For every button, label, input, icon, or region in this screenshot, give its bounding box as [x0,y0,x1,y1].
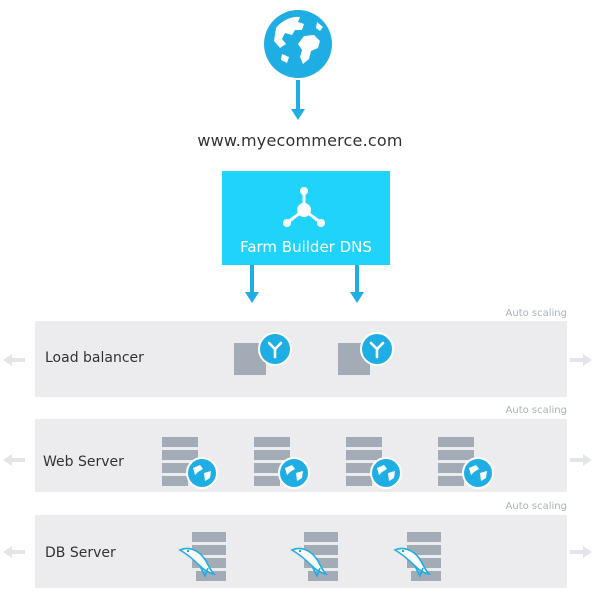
server-dolphin-icon [290,532,338,581]
server-dolphin-icon [178,532,226,581]
dns-arrow-right [350,265,364,303]
auto-scaling-label: Auto scaling [505,308,567,319]
tier-label: Load balancer [45,350,144,366]
tier-label: Web Server [43,454,124,470]
dns-arrow-left [245,265,259,303]
network-node-icon [283,187,325,227]
domain-name: www.myecommerce.com [197,131,403,150]
scale-left-arrow-icon [3,354,25,366]
dns-label: Farm Builder DNS [240,238,372,256]
tier-label: DB Server [45,545,116,561]
globe-icon [264,10,332,78]
server-dolphin-icon [393,532,441,581]
scale-left-arrow-icon [3,546,25,558]
load-balancer-icon [360,332,394,366]
scale-left-arrow-icon [3,454,25,466]
server-globe-icon [346,437,402,489]
internet-arrow [291,80,305,120]
server-globe-icon [162,437,218,489]
server-globe-icon [254,437,310,489]
scale-right-arrow-icon [570,546,592,558]
dns-box [222,171,390,265]
auto-scaling-label: Auto scaling [505,501,567,512]
load-balancer-icon [258,332,292,366]
auto-scaling-label: Auto scaling [505,405,567,416]
server-globe-icon [438,437,494,489]
load-balancer-tier [35,321,567,397]
scale-right-arrow-icon [570,454,592,466]
scale-right-arrow-icon [570,354,592,366]
